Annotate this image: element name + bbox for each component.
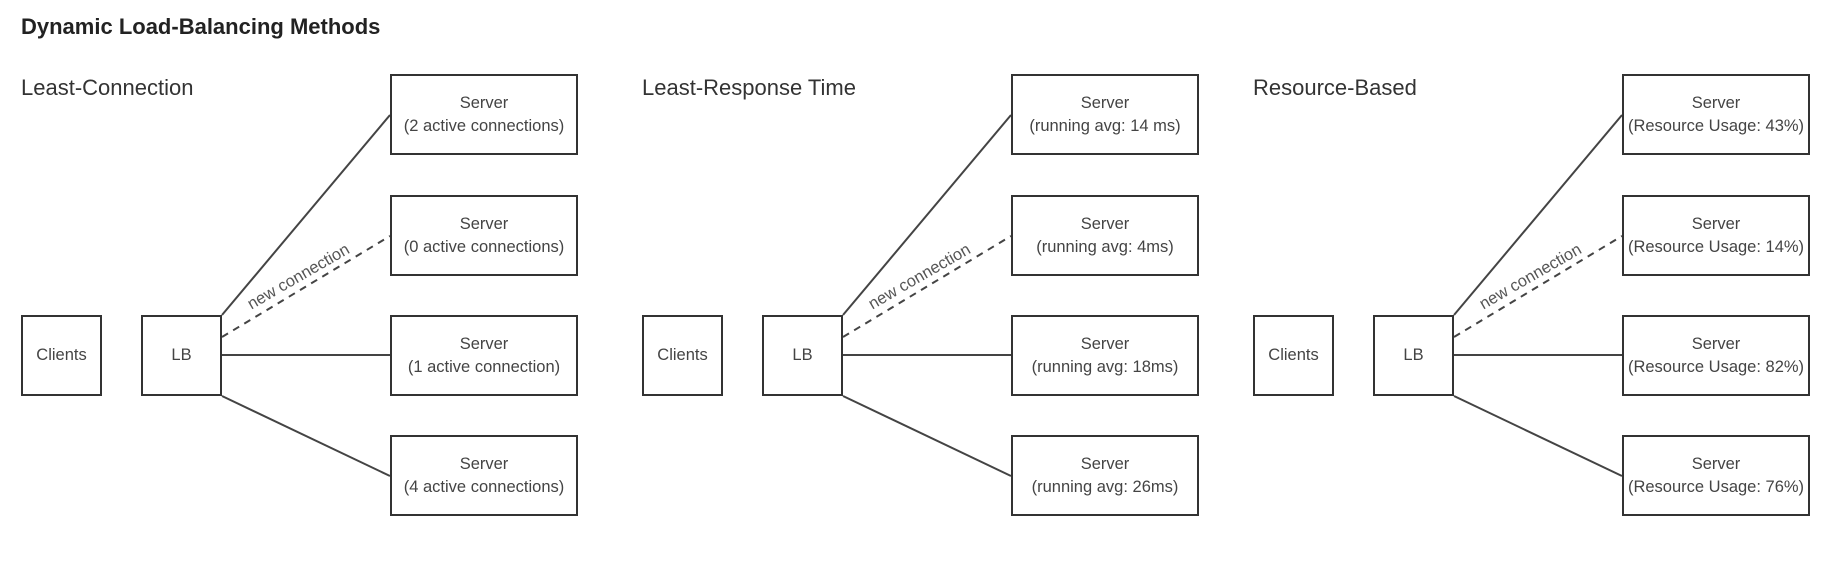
server-detail: (running avg: 14 ms)	[1029, 116, 1181, 135]
server-name: Server	[459, 334, 509, 353]
link-to-server-4	[1453, 395, 1623, 477]
server-detail: (4 active connections)	[403, 477, 565, 496]
server-box: Server (running avg: 14 ms)	[1011, 74, 1199, 155]
server-name: Server	[459, 93, 509, 112]
link-to-server-4	[842, 395, 1012, 477]
server-name: Server	[1691, 454, 1741, 473]
link-to-server-1	[842, 114, 1012, 316]
connection-lines: new connection	[221, 114, 391, 477]
server-detail: (Resource Usage: 82%)	[1627, 357, 1805, 376]
new-connection-label: new connection	[244, 240, 352, 313]
server-name: Server	[1080, 334, 1130, 353]
server-name: Server	[459, 214, 509, 233]
server-detail: (2 active connections)	[403, 116, 565, 135]
lb-label: LB	[792, 346, 813, 364]
panel-resource-based: new connection Resource-Based Clients LB…	[1232, 0, 1836, 566]
server-name: Server	[1080, 214, 1130, 233]
server-box: Server (running avg: 4ms)	[1011, 195, 1199, 276]
connection-lines: new connection	[1453, 114, 1623, 477]
panel-least-response-time: new connection Least-Response Time Clien…	[621, 0, 1233, 566]
server-name: Server	[1691, 93, 1741, 112]
server-name: Server	[459, 454, 509, 473]
link-to-server-2	[221, 235, 391, 338]
server-detail: (running avg: 18ms)	[1031, 357, 1179, 376]
link-to-server-1	[221, 114, 391, 316]
connection-lines: new connection	[842, 114, 1012, 477]
server-detail: (1 active connection)	[407, 357, 561, 376]
panel-least-connection: new connection Least-Connection Clients …	[0, 0, 612, 566]
clients-label: Clients	[657, 346, 708, 364]
clients-box: Clients	[1253, 315, 1334, 396]
panel-title: Least-Response Time	[642, 75, 856, 100]
server-detail: (Resource Usage: 14%)	[1627, 237, 1805, 256]
server-box: Server (running avg: 18ms)	[1011, 315, 1199, 396]
page-title: Dynamic Load-Balancing Methods	[21, 14, 381, 39]
clients-label: Clients	[36, 346, 87, 364]
link-to-server-4	[221, 395, 391, 477]
server-name: Server	[1691, 214, 1741, 233]
server-detail: (0 active connections)	[403, 237, 565, 256]
link-to-server-1	[1453, 114, 1623, 316]
link-to-server-2	[1453, 235, 1623, 338]
clients-box: Clients	[642, 315, 723, 396]
lb-label: LB	[171, 346, 192, 364]
server-box: Server (Resource Usage: 76%)	[1622, 435, 1810, 516]
server-detail: (running avg: 26ms)	[1031, 477, 1179, 496]
server-name: Server	[1080, 454, 1130, 473]
load-balancer-box: LB	[1373, 315, 1454, 396]
server-name: Server	[1080, 93, 1130, 112]
server-detail: (Resource Usage: 43%)	[1627, 116, 1805, 135]
panel-title: Resource-Based	[1253, 75, 1417, 100]
new-connection-label: new connection	[865, 240, 973, 313]
server-box: Server (2 active connections)	[390, 74, 578, 155]
server-box: Server (running avg: 26ms)	[1011, 435, 1199, 516]
server-box: Server (Resource Usage: 82%)	[1622, 315, 1810, 396]
server-box: Server (Resource Usage: 43%)	[1622, 74, 1810, 155]
clients-box: Clients	[21, 315, 102, 396]
load-balancer-box: LB	[762, 315, 843, 396]
panel-title: Least-Connection	[21, 75, 194, 100]
server-detail: (Resource Usage: 76%)	[1627, 477, 1805, 496]
server-box: Server (1 active connection)	[390, 315, 578, 396]
clients-label: Clients	[1268, 346, 1319, 364]
server-box: Server (Resource Usage: 14%)	[1622, 195, 1810, 276]
server-name: Server	[1691, 334, 1741, 353]
server-box: Server (0 active connections)	[390, 195, 578, 276]
link-to-server-2	[842, 235, 1012, 338]
lb-label: LB	[1403, 346, 1424, 364]
server-detail: (running avg: 4ms)	[1036, 237, 1174, 256]
load-balancer-box: LB	[141, 315, 222, 396]
server-box: Server (4 active connections)	[390, 435, 578, 516]
new-connection-label: new connection	[1476, 240, 1584, 313]
